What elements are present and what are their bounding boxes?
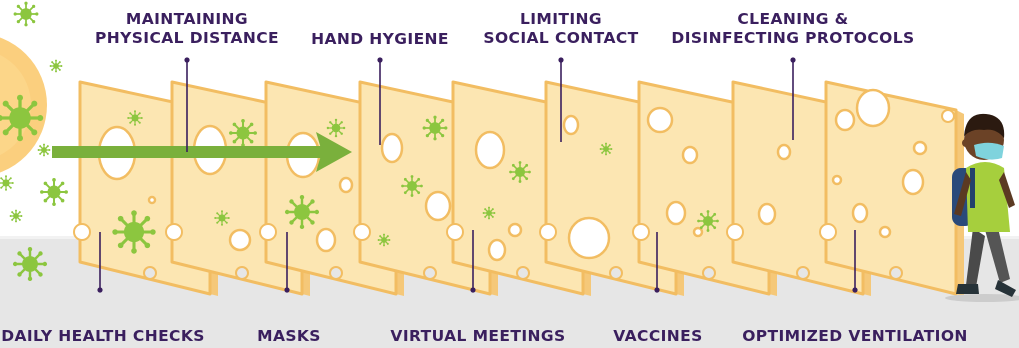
leader-dot (558, 57, 563, 62)
cheese-hole (903, 170, 923, 194)
cheese-hole (569, 218, 609, 258)
layer-label-line: VACCINES (613, 327, 702, 346)
cheese-hole (230, 230, 250, 250)
layer-label-masks: MASKS (257, 327, 321, 346)
virus-icon (38, 144, 51, 157)
virus-icon (423, 116, 448, 141)
virus-icon (509, 161, 531, 183)
virus-icon (600, 143, 613, 156)
cheese-slice-icon (820, 82, 964, 296)
layer-label-line: VIRTUAL MEETINGS (390, 327, 565, 346)
virus-icon (378, 234, 391, 247)
layer-label-hand-hygiene: HAND HYGIENE (311, 30, 449, 49)
leader-dot (184, 57, 189, 62)
cheese-hole (853, 204, 867, 222)
virus-icon (327, 119, 346, 138)
virus-icon (40, 178, 68, 206)
virus-icon (13, 247, 47, 281)
cheese-hole (564, 116, 578, 134)
virus-icon (50, 60, 63, 73)
layer-label-line: HAND HYGIENE (311, 30, 449, 49)
cheese-hole (759, 204, 775, 224)
leader-dot (284, 287, 289, 292)
cheese-hole (476, 132, 504, 168)
cheese-hole (648, 108, 672, 132)
layer-label-line: LIMITING (483, 10, 638, 29)
cheese-hole (778, 145, 790, 159)
leader-dot (377, 57, 382, 62)
cheese-hole (857, 90, 889, 126)
layer-label-line: CLEANING & (671, 10, 914, 29)
cheese-hole (426, 192, 450, 220)
leader-dot (852, 287, 857, 292)
cheese-hole (340, 178, 352, 192)
layer-label-daily-health-checks: DAILY HEALTH CHECKS (1, 327, 205, 346)
cheese-hole (667, 202, 685, 224)
cheese-hole (509, 224, 521, 236)
layer-label-virtual-meetings: VIRTUAL MEETINGS (390, 327, 565, 346)
layer-label-line: SOCIAL CONTACT (483, 29, 638, 48)
virus-icon (214, 210, 230, 226)
virus-icon (401, 175, 423, 197)
layer-label-line: DISINFECTING PROTOCOLS (671, 29, 914, 48)
layer-label-line: DAILY HEALTH CHECKS (1, 327, 205, 346)
virus-icon (127, 110, 143, 126)
leader-dot (790, 57, 795, 62)
cheese-hole (683, 147, 697, 163)
layer-label-line: MAINTAINING (95, 10, 279, 29)
virus-icon (0, 175, 14, 191)
layer-label-vaccines: VACCINES (613, 327, 702, 346)
virus-icon (697, 210, 719, 232)
cheese-hole (149, 197, 155, 203)
cheese-hole (880, 227, 890, 237)
cheese-hole (914, 142, 926, 154)
cheese-hole (317, 229, 335, 251)
layer-label-line: MASKS (257, 327, 321, 346)
virus-icon (483, 207, 496, 220)
leader-dot (97, 287, 102, 292)
cheese-hole (489, 240, 505, 260)
layer-label-cleaning-disinfecting-protocols: CLEANING &DISINFECTING PROTOCOLS (671, 10, 914, 48)
leader-dot (470, 287, 475, 292)
layer-label-line: OPTIMIZED VENTILATION (742, 327, 968, 346)
virus-icon (229, 119, 257, 147)
virus-icon (112, 210, 155, 253)
cheese-hole (836, 110, 854, 130)
virus-icon (10, 210, 23, 223)
layer-label-line: PHYSICAL DISTANCE (95, 29, 279, 48)
virus-icon (14, 2, 39, 27)
leader-dot (654, 287, 659, 292)
cheese-hole (833, 176, 841, 184)
cheese-hole (694, 228, 702, 236)
layer-label-optimized-ventilation: OPTIMIZED VENTILATION (742, 327, 968, 346)
virus-icon (285, 195, 319, 229)
cheese-hole (382, 134, 402, 162)
cheese-slices (74, 82, 964, 296)
